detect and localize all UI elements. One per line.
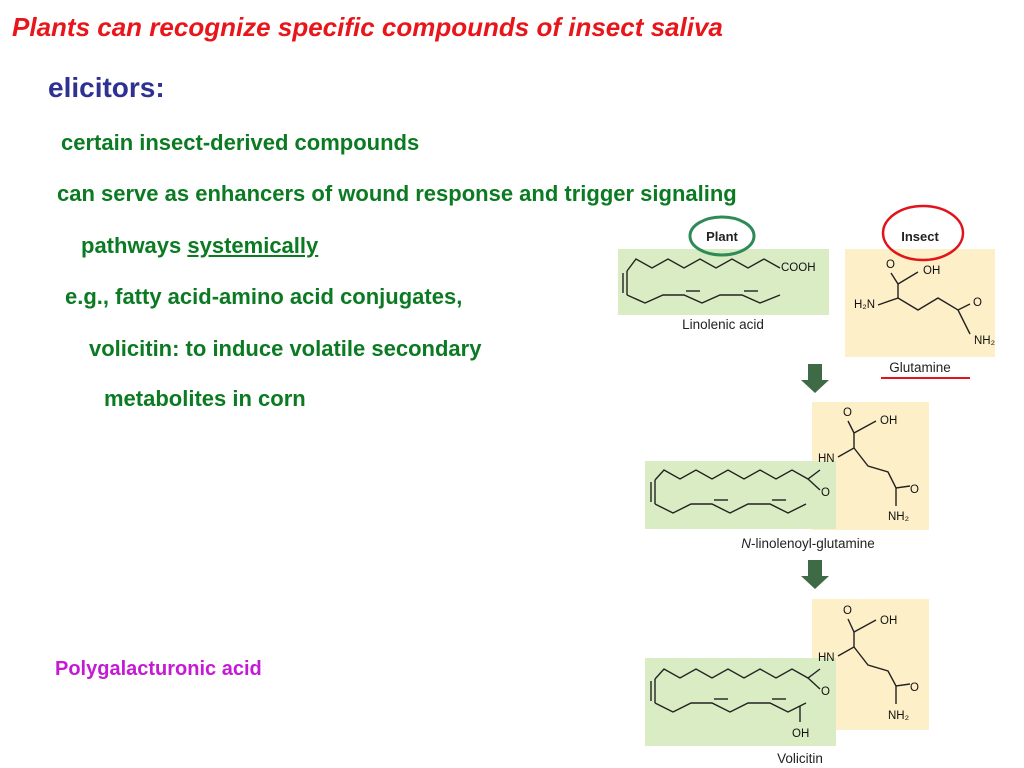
heading-elicitors: elicitors: — [48, 72, 165, 103]
linolenic-chain-top — [626, 258, 781, 272]
conjugate-chain-top — [654, 469, 821, 481]
volicitin-oh: OH — [880, 615, 897, 627]
conjugate-caption: N-linolenoyl-glutamine — [741, 536, 875, 551]
conjugate-oh: OH — [880, 415, 897, 427]
conjugate-o-top: O — [843, 407, 852, 419]
plant-circle — [688, 215, 756, 257]
linolenic-chain-bottom — [626, 294, 781, 304]
glutamine-sidechain — [897, 297, 971, 311]
volicitin-amide-bond — [807, 677, 821, 690]
down-arrow-2 — [801, 560, 829, 589]
glutamine-amide — [957, 309, 971, 335]
conjugate-fatty-box — [645, 461, 836, 529]
conjugate-amide-bond — [807, 478, 821, 491]
conjugate-o-side: O — [910, 484, 919, 496]
volicitin-caption: Volicitin — [777, 751, 823, 766]
volicitin-nh2: NH₂ — [888, 710, 909, 722]
glutamine-box — [845, 249, 995, 357]
bullet-line-5: volicitin: to induce volatile secondary — [89, 336, 482, 361]
plant-label: Plant — [706, 229, 738, 244]
bullet-line-6: metabolites in corn — [104, 386, 306, 411]
insect-label: Insect — [901, 229, 939, 244]
volicitin-chain-bottom — [654, 702, 807, 713]
volicitin-fatty-box — [645, 658, 836, 746]
glutamine-nh2: NH₂ — [974, 335, 995, 347]
volicitin-chain-oh: OH — [792, 728, 809, 740]
polygalacturonic-acid-note: Polygalacturonic acid — [55, 658, 262, 680]
conjugate-sidechain — [853, 447, 911, 489]
volicitin-chain-top — [654, 668, 821, 680]
bullet-line-3-prefix: pathways — [81, 233, 188, 258]
volicitin-o-top: O — [843, 605, 852, 617]
volicitin-o-side: O — [910, 682, 919, 694]
down-arrow-1 — [801, 364, 829, 393]
conjugate-chain-bottom — [654, 503, 807, 514]
conjugate-nh2: NH₂ — [888, 511, 909, 523]
bullet-line-2: can serve as enhancers of wound response… — [57, 181, 737, 206]
volicitin-o-amide: O — [821, 686, 830, 698]
glutamine-oh: OH — [923, 265, 940, 277]
slide-title: Plants can recognize specific compounds … — [12, 12, 723, 42]
linolenic-cooh: COOH — [781, 262, 816, 274]
insect-circle — [881, 204, 965, 262]
linolenic-caption: Linolenic acid — [682, 317, 764, 332]
glutamine-o-right: O — [973, 297, 982, 309]
glutamine-caption: Glutamine — [889, 360, 951, 375]
bullet-line-4: e.g., fatty acid-amino acid conjugates, — [65, 284, 463, 309]
systemically-underlined: systemically — [187, 233, 319, 258]
conjugate-o-amide: O — [821, 487, 830, 499]
glutamine-o-top: O — [886, 259, 895, 271]
volicitin-sidechain — [853, 646, 911, 687]
bullet-line-1: certain insect-derived compounds — [61, 130, 420, 155]
linolenic-acid-box — [618, 249, 829, 315]
conjugate-hn: HN — [818, 453, 835, 465]
volicitin-hn: HN — [818, 652, 835, 664]
bullet-line-3: pathways systemically — [81, 233, 318, 259]
glutamine-h2n: H₂N — [854, 299, 875, 311]
